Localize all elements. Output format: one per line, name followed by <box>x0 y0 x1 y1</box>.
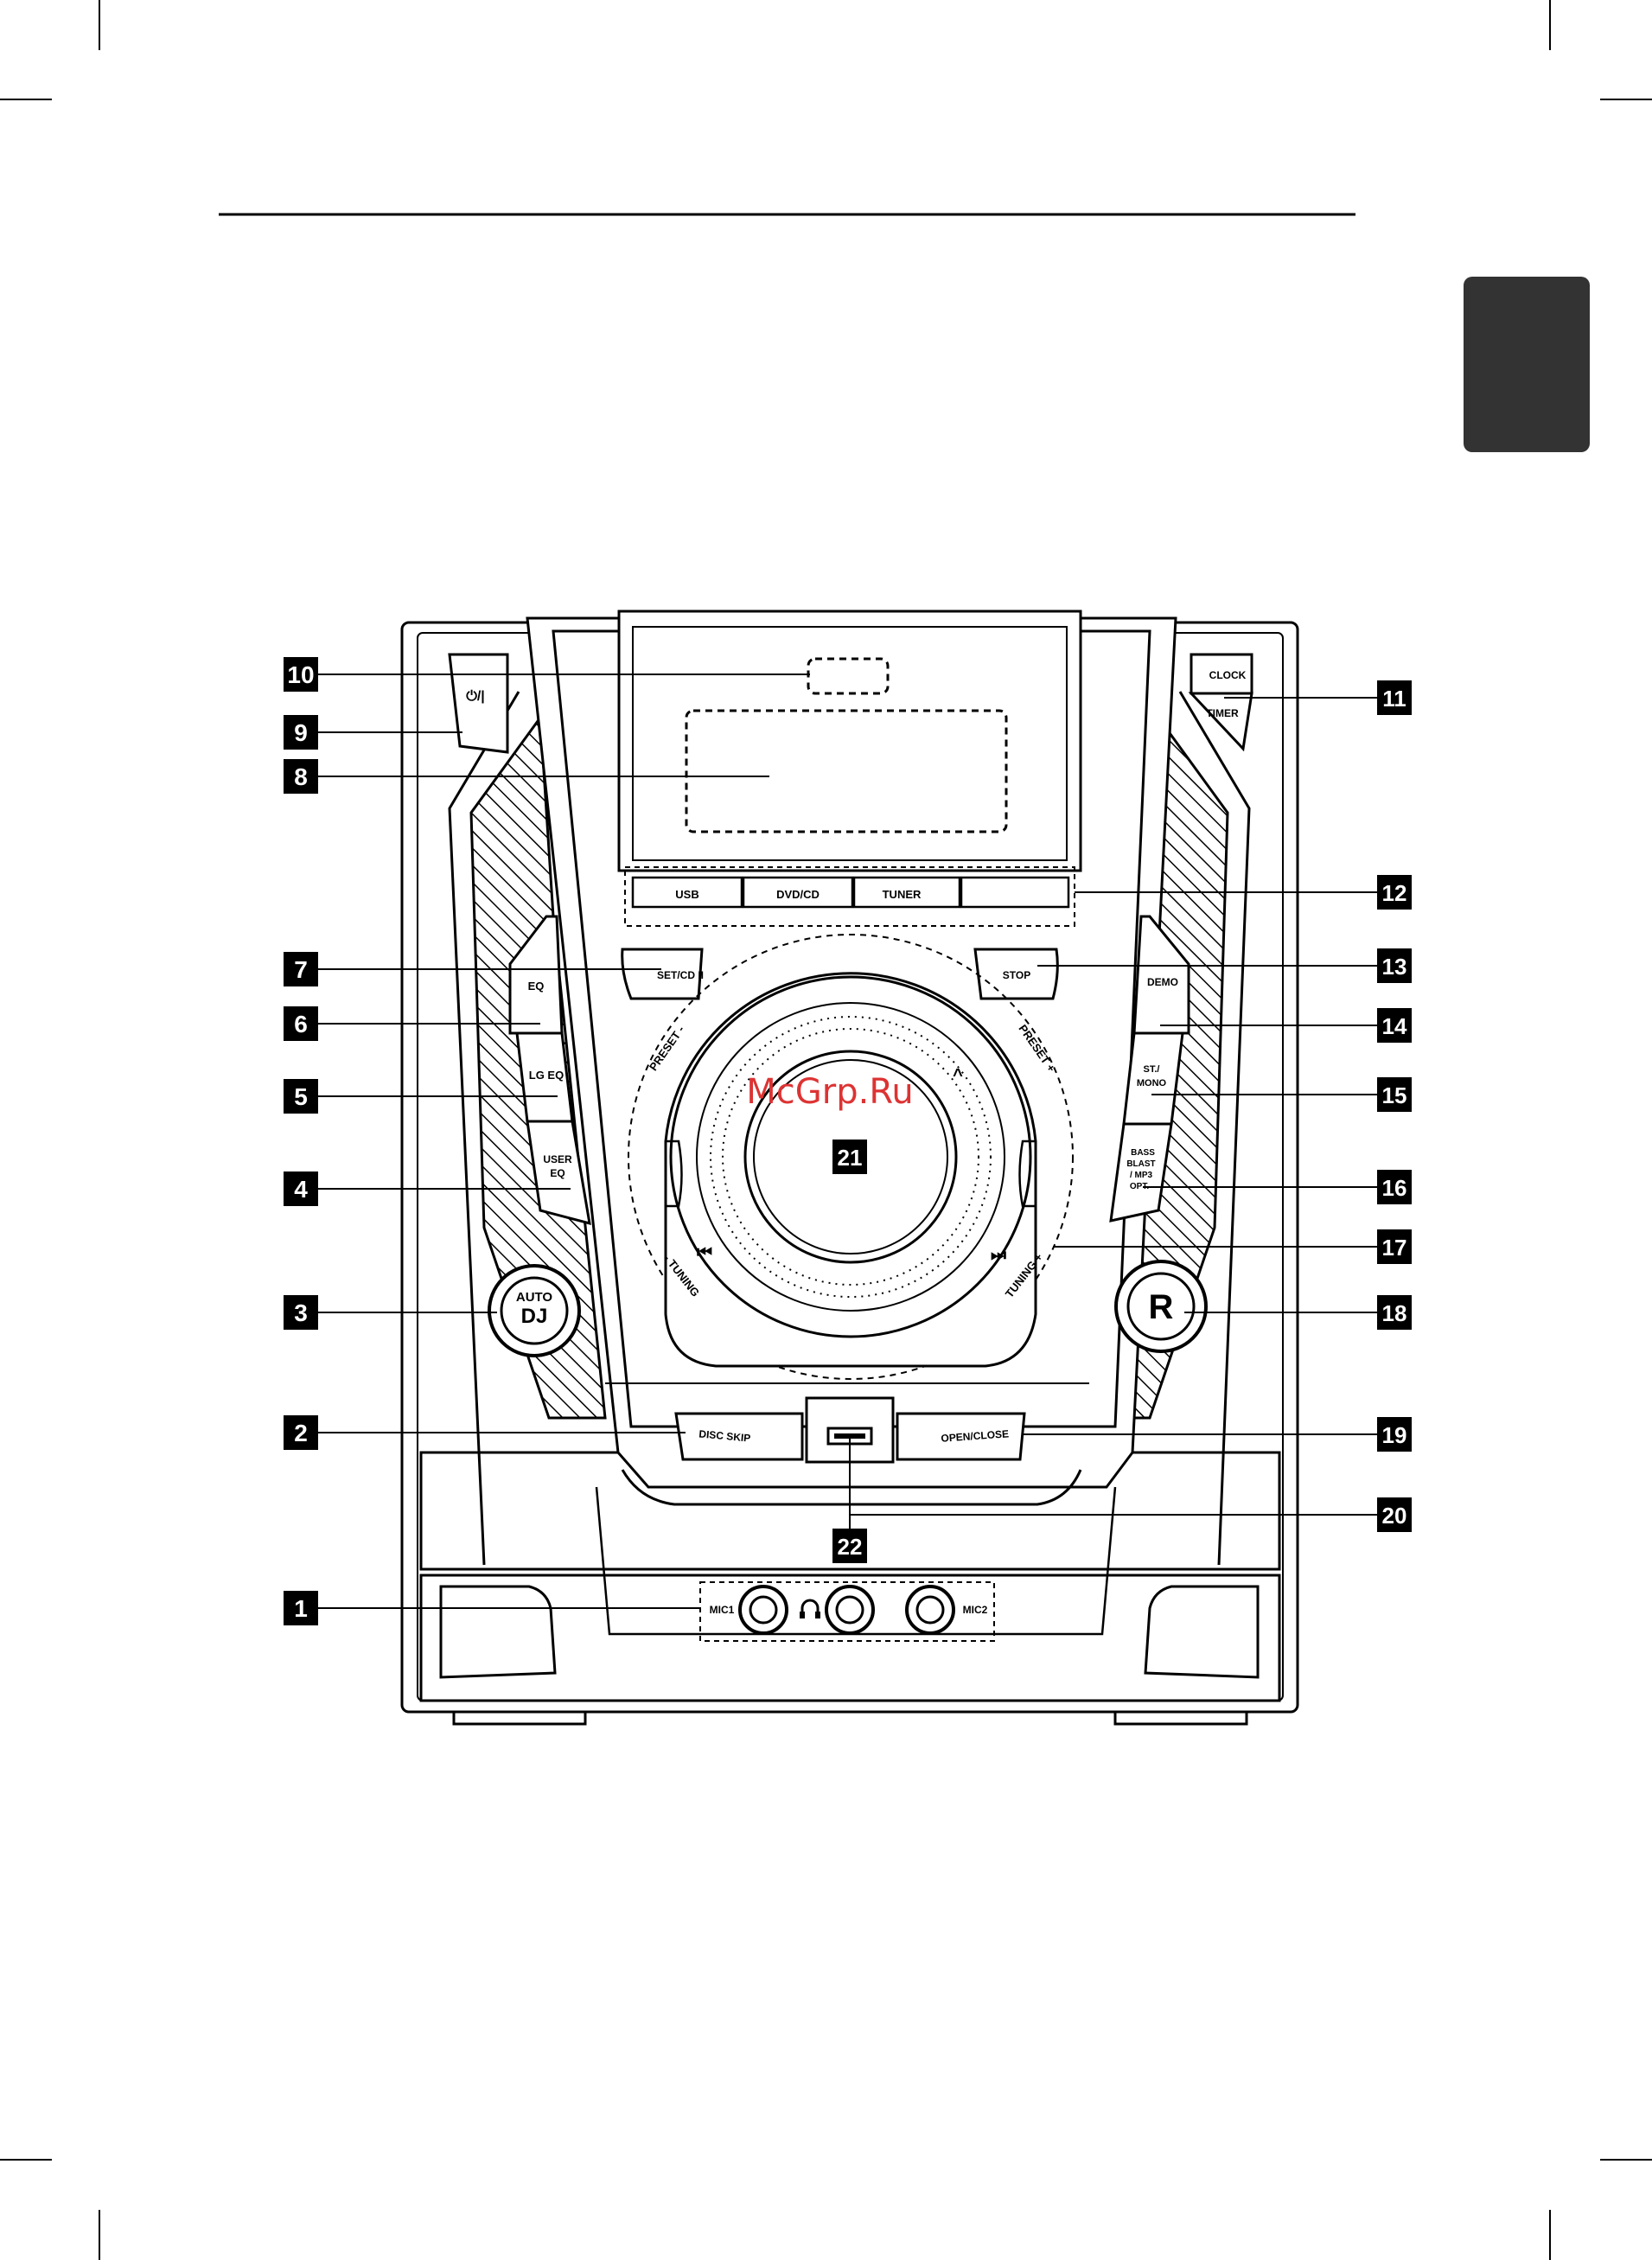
prev-skip-icon[interactable]: ⏮ <box>697 1243 712 1262</box>
svg-text:17: 17 <box>1382 1235 1407 1261</box>
callout-9: 9 <box>284 715 318 750</box>
r-button[interactable]: R <box>1116 1261 1206 1351</box>
timer-button-label: TIMER <box>1206 707 1239 719</box>
callout-5: 5 <box>284 1079 318 1114</box>
callout-20: 20 <box>1377 1497 1412 1532</box>
usb-button-label: USB <box>675 888 698 901</box>
user-eq-button-label-line2: EQ <box>550 1167 564 1179</box>
headphone-jack[interactable] <box>826 1586 873 1633</box>
lg-eq-button[interactable]: LG EQ <box>517 1033 572 1121</box>
callout-12: 12 <box>1377 875 1412 910</box>
callout-16: 16 <box>1377 1170 1412 1204</box>
st-mono-button[interactable]: ST./ MONO <box>1124 1033 1183 1124</box>
callout-3: 3 <box>284 1295 318 1330</box>
clock-button[interactable]: CLOCK <box>1191 654 1252 693</box>
svg-text:3: 3 <box>294 1299 308 1326</box>
set-cd-button[interactable]: SET/CD II <box>622 949 704 999</box>
tuner-button-label: TUNER <box>883 888 922 901</box>
svg-text:19: 19 <box>1382 1422 1407 1448</box>
stop-button-label: STOP <box>1003 969 1030 981</box>
callout-2: 2 <box>284 1415 318 1450</box>
svg-text:9: 9 <box>294 719 308 746</box>
bass-button-label-line3: / MP3 <box>1130 1171 1153 1180</box>
svg-text:20: 20 <box>1382 1503 1407 1529</box>
bass-button-label-line1: BASS <box>1131 1148 1155 1158</box>
clock-button-label: CLOCK <box>1209 669 1247 681</box>
svg-text:10: 10 <box>287 661 314 688</box>
svg-text:15: 15 <box>1382 1082 1407 1108</box>
callout-10: 10 <box>284 657 318 692</box>
open-close-button[interactable]: OPEN/CLOSE <box>897 1414 1024 1459</box>
mic1-jack[interactable] <box>740 1586 787 1633</box>
mic1-label: MIC1 <box>710 1604 735 1616</box>
disc-skip-button[interactable]: DISC SKIP <box>676 1414 802 1459</box>
display-window <box>619 611 1081 871</box>
eq-button-label: EQ <box>528 980 545 993</box>
user-eq-button-label-line1: USER <box>543 1153 572 1165</box>
lg-eq-button-label: LG EQ <box>529 1069 564 1082</box>
svg-text:7: 7 <box>294 956 308 983</box>
blank-function-button[interactable] <box>961 878 1068 907</box>
svg-text:14: 14 <box>1382 1013 1407 1039</box>
callout-18: 18 <box>1377 1295 1412 1330</box>
headphone-icon <box>800 1600 820 1618</box>
svg-text:22: 22 <box>838 1534 863 1560</box>
callout-17: 17 <box>1377 1229 1412 1264</box>
svg-text:13: 13 <box>1382 954 1407 980</box>
svg-text:12: 12 <box>1382 880 1407 906</box>
svg-text:6: 6 <box>294 1011 308 1037</box>
svg-text:5: 5 <box>294 1083 308 1110</box>
callout-14: 14 <box>1377 1008 1412 1043</box>
st-mono-button-label-line2: MONO <box>1137 1078 1167 1089</box>
next-skip-icon[interactable]: ⏭ <box>991 1246 1006 1265</box>
callout-15: 15 <box>1377 1077 1412 1112</box>
set-cd-button-label: SET/CD II <box>657 969 704 981</box>
mic2-label: MIC2 <box>963 1604 988 1616</box>
svg-text:2: 2 <box>294 1420 308 1446</box>
power-button[interactable]: ⏻/| <box>450 654 507 752</box>
callout-22: 22 <box>832 1529 867 1563</box>
tuner-button[interactable]: TUNER <box>854 878 960 907</box>
svg-text:11: 11 <box>1382 686 1406 712</box>
usb-button[interactable]: USB <box>633 878 742 907</box>
callout-6: 6 <box>284 1006 318 1041</box>
stop-button[interactable]: STOP <box>975 949 1057 999</box>
watermark: McGrp.Ru <box>746 1072 913 1112</box>
r-button-label: R <box>1149 1288 1174 1326</box>
svg-text:21: 21 <box>838 1145 863 1171</box>
svg-text:4: 4 <box>294 1176 308 1203</box>
power-button-label: ⏻/| <box>466 689 485 704</box>
callout-1: 1 <box>284 1591 318 1625</box>
timer-button[interactable]: TIMER <box>1191 693 1252 749</box>
svg-text:8: 8 <box>294 763 308 790</box>
svg-text:1: 1 <box>294 1595 308 1622</box>
demo-button-label: DEMO <box>1147 976 1178 988</box>
callout-21: 21 <box>832 1140 867 1174</box>
callout-7: 7 <box>284 952 318 986</box>
dvdcd-button[interactable]: DVD/CD <box>743 878 852 907</box>
callout-19: 19 <box>1377 1417 1412 1452</box>
svg-text:18: 18 <box>1382 1300 1407 1326</box>
callout-11: 11 <box>1377 680 1412 715</box>
auto-dj-label-line1: AUTO <box>516 1290 553 1305</box>
mic2-jack[interactable] <box>907 1586 954 1633</box>
auto-dj-button[interactable]: AUTO DJ <box>489 1266 579 1356</box>
dvdcd-button-label: DVD/CD <box>776 888 820 901</box>
callout-4: 4 <box>284 1171 318 1206</box>
chapter-tab <box>1464 277 1590 452</box>
callout-8: 8 <box>284 759 318 794</box>
bass-button-label-line2: BLAST <box>1126 1159 1155 1169</box>
svg-text:16: 16 <box>1382 1175 1407 1201</box>
callout-13: 13 <box>1377 948 1412 983</box>
st-mono-button-label-line1: ST./ <box>1144 1064 1160 1075</box>
auto-dj-label-line2: DJ <box>521 1305 548 1328</box>
up-arrow-icon: ^ <box>953 1066 963 1085</box>
